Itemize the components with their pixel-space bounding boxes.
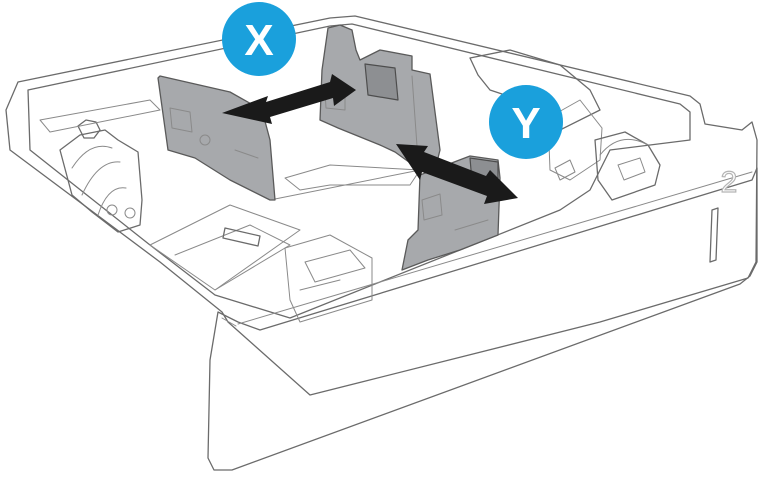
x-badge-label: X	[244, 16, 273, 65]
y-badge-label: Y	[511, 99, 540, 148]
y-adjust-arrow	[396, 144, 518, 204]
x-adjust-arrow	[222, 74, 356, 124]
tray-floor	[269, 164, 421, 201]
y-badge: Y	[489, 85, 563, 159]
x-badge: X	[222, 2, 296, 76]
left-mechanism	[39, 99, 373, 323]
left-paper-guide	[157, 75, 276, 201]
tray-number-label: 2	[721, 166, 738, 199]
tray-body	[5, 15, 758, 471]
back-paper-guide	[319, 24, 441, 171]
